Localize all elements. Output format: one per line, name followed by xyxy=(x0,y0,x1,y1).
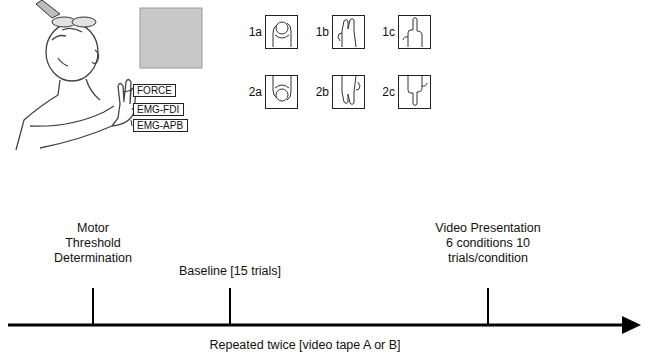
recording-label: FORCE xyxy=(133,84,176,97)
timeline-label: Baseline [15 trials] xyxy=(179,264,281,279)
timeline-label: Video Presentation 6 conditions 10 trial… xyxy=(432,221,544,266)
signal-name: EMG-FDI xyxy=(137,104,179,115)
recording-label: EMG-APB xyxy=(133,119,188,132)
screen xyxy=(140,8,202,68)
stimulus-frame: 2a xyxy=(265,75,298,109)
hand-picture xyxy=(273,18,427,106)
recording-label: EMG-FDI xyxy=(133,103,184,116)
stimulus-frame: 1b xyxy=(332,15,365,49)
stimulus-frame: 2c xyxy=(398,75,431,109)
condition-code: 2b xyxy=(316,85,329,99)
signal-name: EMG-APB xyxy=(137,120,183,131)
timeline-label: Motor Threshold Determination xyxy=(51,221,136,266)
timeline xyxy=(8,288,641,334)
condition-code: 2c xyxy=(382,85,395,99)
condition-code: 1a xyxy=(249,25,262,39)
leader-line xyxy=(124,90,133,126)
condition-code: 1c xyxy=(382,25,395,39)
timeline-label: Repeated twice [video tape A or B] xyxy=(209,338,400,353)
stimulus-frame: 2b xyxy=(332,75,365,109)
subject-figure xyxy=(16,23,136,150)
signal-name: FORCE xyxy=(137,85,172,96)
tms-coil xyxy=(36,0,96,27)
condition-code: 1b xyxy=(316,25,329,39)
stimulus-frame: 1c xyxy=(398,15,431,49)
condition-code: 2a xyxy=(249,85,262,99)
stimulus-frame: 1a xyxy=(265,15,298,49)
